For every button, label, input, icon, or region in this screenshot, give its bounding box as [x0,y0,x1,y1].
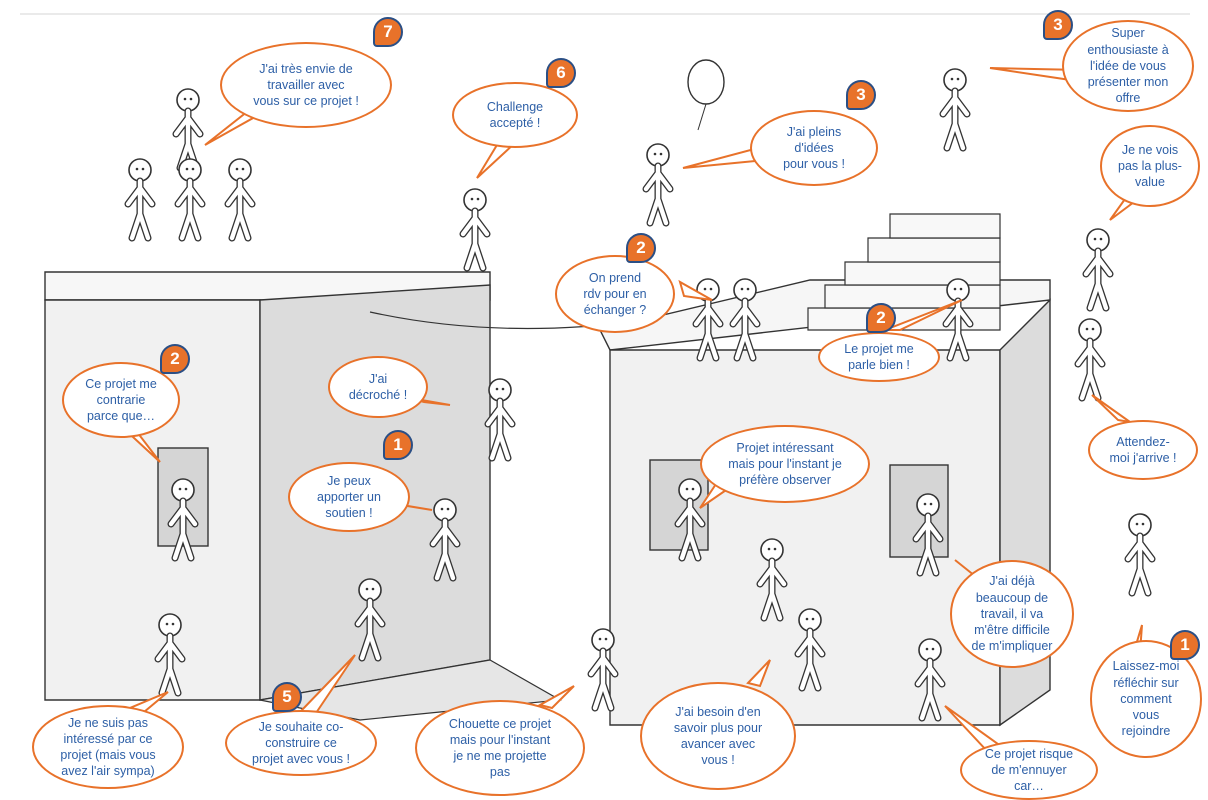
speech-bubble-contrarie: Ce projet me contrarie parce que… [62,362,180,438]
rank-badge-2-rdv: 2 [626,233,656,263]
speech-bubble-chouette-projet: Chouette ce projet mais pour l'instant j… [415,700,585,796]
speech-bubble-pleins-idees: J'ai pleins d'idées pour vous ! [750,110,878,186]
rank-badge-7: 7 [373,17,403,47]
rank-badge-5: 5 [272,682,302,712]
rank-badge-2-parle: 2 [866,303,896,333]
speech-bubble-challenge-accepte: Challenge accepté ! [452,82,578,148]
speech-bubble-apporter-soutien: Je peux apporter un soutien ! [288,462,410,532]
rank-badge-1-soutien: 1 [383,430,413,460]
speech-bubble-observer: Projet intéressant mais pour l'instant j… [700,425,870,503]
speech-bubble-parle-bien: Le projet me parle bien ! [818,332,940,382]
rank-badge-6: 6 [546,58,576,88]
speech-bubble-tres-envie: J'ai très envie de travailler avec vous … [220,42,392,128]
speech-bubble-super-enthousiaste: Super enthousiaste à l'idée de vous prés… [1062,20,1194,112]
speech-bubble-pas-interesse: Je ne suis pas intéressé par ce projet (… [32,705,184,789]
rank-badge-3-ideas: 3 [846,80,876,110]
rank-badge-3-enthusiast: 3 [1043,10,1073,40]
speech-bubble-deja-travail: J'ai déjà beaucoup de travail, il va m'ê… [950,560,1074,668]
speech-bubble-risque-ennuyer: Ce projet risque de m'ennuyer car… [960,740,1098,800]
rank-badge-2-contrarie: 2 [160,344,190,374]
speech-bubble-plus-value: Je ne vois pas la plus- value [1100,125,1200,207]
rank-badge-1-laissez: 1 [1170,630,1200,660]
speech-bubble-co-construire: Je souhaite co- construire ce projet ave… [225,710,377,776]
speech-bubble-attendez: Attendez- moi j'arrive ! [1088,420,1198,480]
speech-bubble-prendre-rdv: On prend rdv pour en échanger ? [555,255,675,333]
speech-bubble-decroche: J'ai décroché ! [328,356,428,418]
speech-bubble-besoin-savoir: J'ai besoin d'en savoir plus pour avance… [640,682,796,790]
